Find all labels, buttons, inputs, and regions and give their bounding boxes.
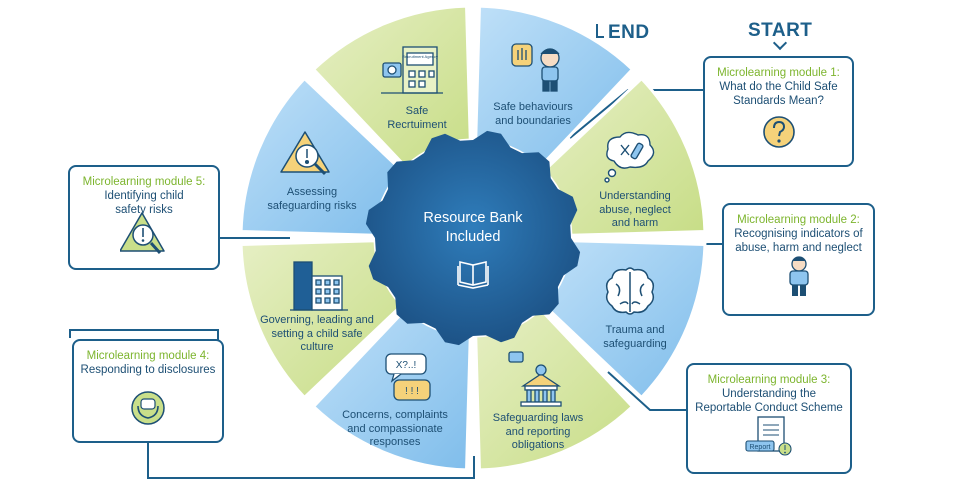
module-1-title-line1: What do the Child Safe bbox=[719, 81, 838, 93]
segment-understanding-abuse: Understanding abuse, neglect and harm bbox=[580, 190, 690, 231]
segment-understanding-abuse-line2: abuse, neglect bbox=[599, 203, 671, 216]
segment-assessing-risks: Assessing safeguarding risks bbox=[252, 186, 372, 213]
module-2-label: Microlearning module 2: bbox=[737, 214, 860, 226]
segment-concerns-line2: and compassionate bbox=[347, 422, 443, 435]
start-label: START bbox=[748, 20, 813, 41]
report-document-icon: Report bbox=[744, 415, 794, 464]
speech-top-text: X?..! bbox=[396, 360, 417, 371]
report-tag-text: Report bbox=[749, 444, 770, 451]
courthouse-icon bbox=[508, 351, 562, 407]
segment-governing-line2: setting a child safe bbox=[271, 327, 363, 340]
module-2-title-line2: abuse, harm and neglect bbox=[735, 242, 862, 254]
warning-magnifier-icon bbox=[280, 131, 330, 176]
office-buildings-icon bbox=[290, 261, 348, 311]
module-4-label: Microlearning module 4: bbox=[86, 350, 210, 362]
wheel-segments bbox=[239, 4, 707, 472]
module-2-box[interactable]: Microlearning module 2: Recognising indi… bbox=[722, 203, 875, 316]
center-gear-shape bbox=[365, 130, 581, 346]
center-hub: Resource Bank Included bbox=[365, 130, 581, 346]
center-title-line1: Resource Bank bbox=[423, 210, 523, 226]
hands-speech-icon bbox=[130, 390, 166, 431]
speech-bubbles-icon: X?..! ! ! ! bbox=[385, 353, 431, 401]
module-2-title-line1: Recognising indicators of bbox=[734, 228, 863, 240]
thought-bubble-icon bbox=[604, 131, 655, 183]
segment-safeguarding-laws-line3: obligations bbox=[511, 439, 565, 451]
module-5-title-line1: Identifying child bbox=[104, 190, 184, 202]
segment-safe-behaviours-line1: Safe behaviours bbox=[493, 101, 573, 113]
segment-safe-recruitment-line1: Safe bbox=[405, 105, 429, 117]
recruitment-building-icon: Recruitment Agency bbox=[381, 46, 443, 94]
brain-icon bbox=[605, 267, 655, 315]
segment-understanding-abuse-line3: and harm bbox=[611, 217, 659, 229]
child-figure-icon bbox=[784, 255, 814, 304]
connector-module-3 bbox=[607, 371, 686, 411]
segment-governing: Governing, leading and setting a child s… bbox=[252, 314, 382, 355]
module-4-box[interactable]: Microlearning module 4: Responding to di… bbox=[72, 339, 224, 443]
segment-assessing-line1: Assessing bbox=[286, 186, 338, 198]
end-label: END bbox=[608, 22, 650, 43]
module-5-title-line2: safety risks bbox=[115, 204, 173, 216]
segment-safeguarding-laws-line2: and reporting bbox=[505, 425, 571, 438]
question-mark-icon bbox=[761, 114, 797, 155]
segment-safe-behaviours: Safe behaviours and boundaries bbox=[478, 101, 588, 128]
segment-concerns-line1: Concerns, complaints bbox=[342, 409, 448, 421]
segment-safeguarding-laws-line1: Safeguarding laws bbox=[492, 412, 584, 424]
segment-concerns-complaints: Concerns, complaints and compassionate r… bbox=[330, 409, 460, 450]
recruitment-sign-text: Recruitment Agency bbox=[402, 54, 438, 59]
center-title-line2: Included bbox=[446, 229, 501, 245]
speech-bottom-text: ! ! ! bbox=[405, 386, 419, 397]
segment-assessing-line2: safeguarding risks bbox=[267, 199, 357, 212]
module-3-title-line1: Understanding the bbox=[722, 388, 816, 400]
child-raised-hand-icon bbox=[511, 43, 560, 92]
segment-concerns-line3: responses bbox=[369, 436, 421, 448]
segment-governing-line1: Governing, leading and bbox=[260, 314, 374, 326]
warning-magnifier-small-icon bbox=[119, 211, 168, 262]
open-book-icon bbox=[457, 260, 489, 289]
segment-safe-recruitment-line2: Recrtuiment bbox=[387, 118, 447, 131]
module-3-label: Microlearning module 3: bbox=[707, 374, 831, 386]
module-4-title-line1: Responding to disclosures bbox=[80, 364, 216, 376]
segment-safeguarding-laws: Safeguarding laws and reporting obligati… bbox=[478, 412, 598, 453]
module-3-box[interactable]: Microlearning module 3: Understanding th… bbox=[686, 363, 852, 474]
segment-trauma: Trauma and safeguarding bbox=[580, 324, 690, 351]
module-1-box[interactable]: Microlearning module 1: What do the Chil… bbox=[703, 56, 854, 167]
module-3-title-line2: Reportable Conduct Scheme bbox=[695, 402, 843, 414]
module-5-box[interactable]: Microlearning module 5: Identifying chil… bbox=[68, 165, 220, 270]
connector-module-4 bbox=[147, 443, 475, 479]
end-marker: END bbox=[596, 22, 650, 44]
segment-trauma-line2: safeguarding bbox=[603, 337, 667, 350]
end-bracket-icon bbox=[596, 24, 604, 38]
module-5-label: Microlearning module 5: bbox=[82, 176, 206, 188]
segment-safe-recruitment: Safe Recrtuiment bbox=[362, 105, 472, 132]
module-1-title-line2: Standards Mean? bbox=[733, 95, 824, 107]
segment-trauma-line1: Trauma and bbox=[605, 324, 665, 336]
segment-understanding-abuse-line1: Understanding bbox=[599, 190, 671, 202]
segment-governing-line3: culture bbox=[300, 341, 334, 353]
module-1-label: Microlearning module 1: bbox=[717, 67, 840, 79]
segment-safe-behaviours-line2: and boundaries bbox=[495, 114, 571, 127]
start-marker: START bbox=[748, 20, 813, 51]
